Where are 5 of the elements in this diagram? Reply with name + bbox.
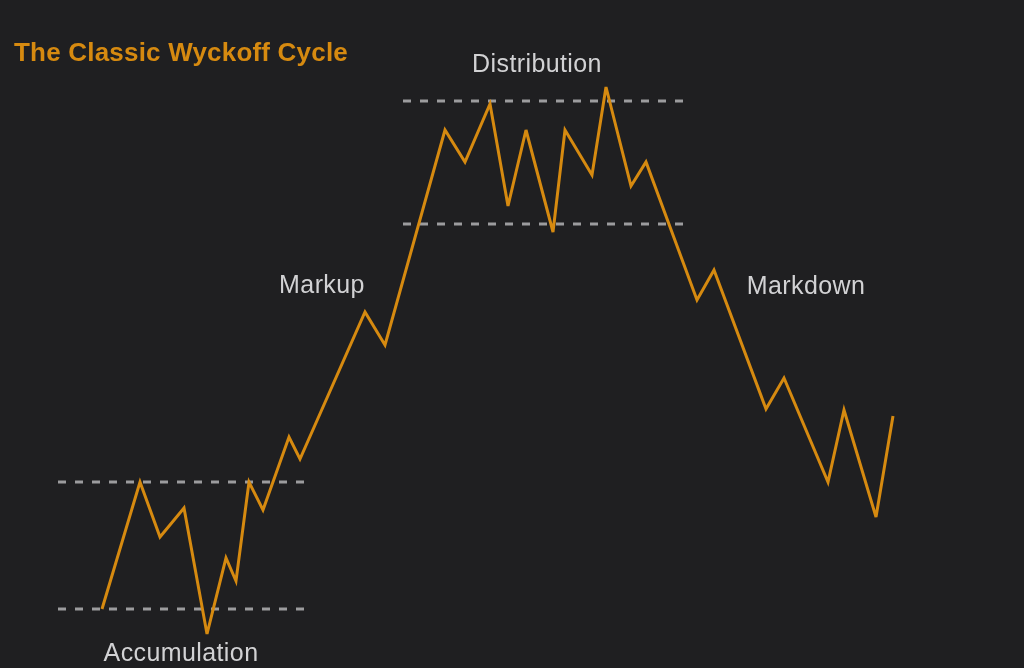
phase-label: Distribution <box>472 49 602 77</box>
chart-title: The Classic Wyckoff Cycle <box>14 37 348 67</box>
phase-label: Accumulation <box>103 638 259 666</box>
phase-label: Markdown <box>746 271 866 299</box>
phase-label: Markup <box>279 270 365 298</box>
